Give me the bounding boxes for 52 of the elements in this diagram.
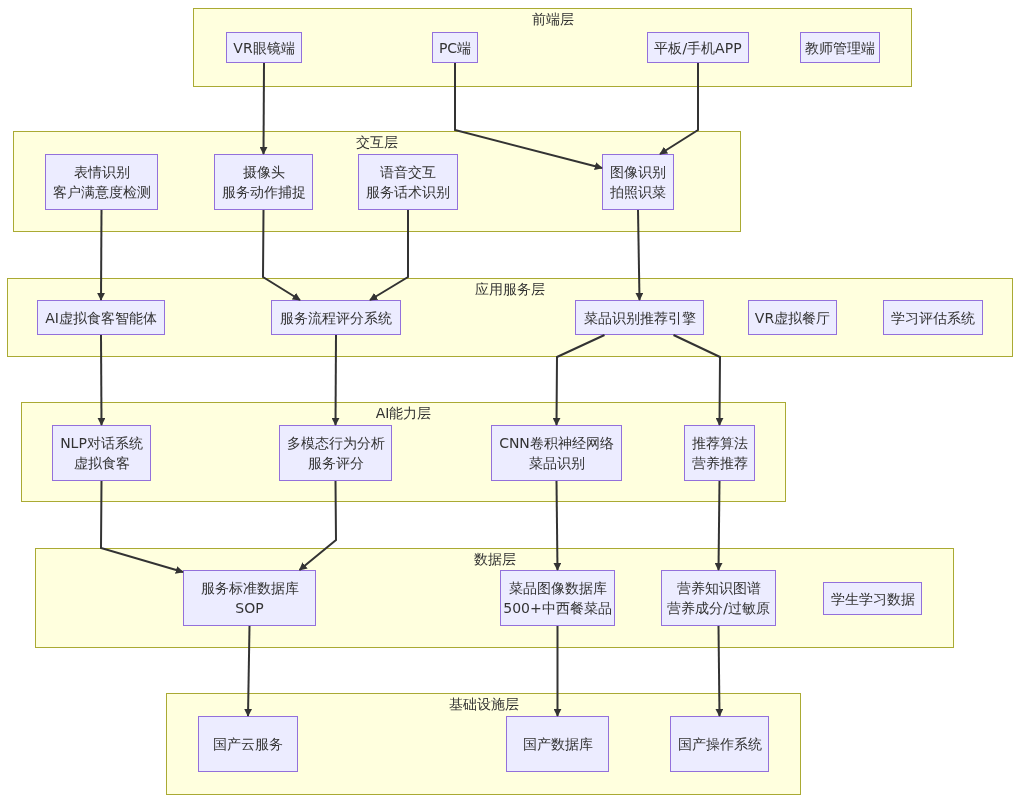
arrow: [659, 62, 699, 155]
process-box: 菜品识别推荐引擎: [575, 300, 704, 335]
process-box: 国产云服务: [198, 716, 298, 772]
process-box: 推荐算法 营养推荐: [684, 425, 755, 481]
process-box: 学生学习数据: [823, 582, 922, 615]
arrow: [298, 480, 337, 571]
process-box: 营养知识图谱 营养成分/过敏原: [661, 570, 776, 626]
process-box: 表情识别 客户满意度检测: [45, 154, 158, 210]
process-box: 服务流程评分系统: [271, 300, 401, 335]
process-box: 多模态行为分析 服务评分: [279, 425, 392, 481]
arrow: [244, 625, 253, 717]
arrow: [714, 480, 723, 571]
process-box: 菜品图像数据库 500+中西餐菜品: [500, 570, 615, 626]
process-box: NLP对话系统 虚拟食客: [52, 425, 151, 481]
process-box: 语音交互 服务话术识别: [358, 154, 458, 210]
arrow: [97, 334, 106, 426]
layer-panel: [13, 131, 741, 232]
layer-panel: [7, 278, 1013, 357]
arrow: [100, 480, 184, 574]
arrow: [331, 334, 340, 426]
process-box: 图像识别 拍照识菜: [602, 154, 674, 210]
arrow: [369, 209, 409, 301]
process-box: VR虚拟餐厅: [748, 300, 837, 335]
process-box: 摄像头 服务动作捕捉: [214, 154, 313, 210]
layer-panel: [166, 693, 801, 795]
process-box: 平板/手机APP: [647, 32, 749, 63]
process-box: 学习评估系统: [883, 300, 983, 335]
arrow: [454, 62, 603, 171]
arrow: [262, 209, 301, 301]
process-box: 教师管理端: [800, 32, 880, 63]
process-box: 服务标准数据库 SOP: [183, 570, 316, 626]
process-box: 国产数据库: [506, 716, 609, 772]
arrow: [715, 625, 724, 717]
process-box: CNN卷积神经网络 菜品识别: [491, 425, 622, 481]
process-box: 国产操作系统: [670, 716, 769, 772]
arrow: [97, 209, 106, 301]
arrow: [635, 209, 644, 301]
layer-title: 应用服务层: [474, 281, 546, 299]
layer-panel: [21, 402, 786, 502]
arrow: [553, 625, 562, 717]
process-box: PC端: [432, 32, 478, 63]
layer-title: 基础设施层: [447, 696, 520, 714]
layer-title: AI能力层: [374, 405, 433, 423]
layer-title: 前端层: [530, 11, 575, 29]
layer-title: 交互层: [355, 134, 399, 152]
process-box: AI虚拟食客智能体: [37, 300, 165, 335]
layer-panel: [193, 8, 912, 87]
arrow: [259, 62, 268, 155]
layer-panel: [35, 548, 954, 648]
arrow: [553, 480, 562, 571]
layer-title: 数据层: [472, 551, 517, 569]
process-box: VR眼镜端: [226, 32, 302, 63]
